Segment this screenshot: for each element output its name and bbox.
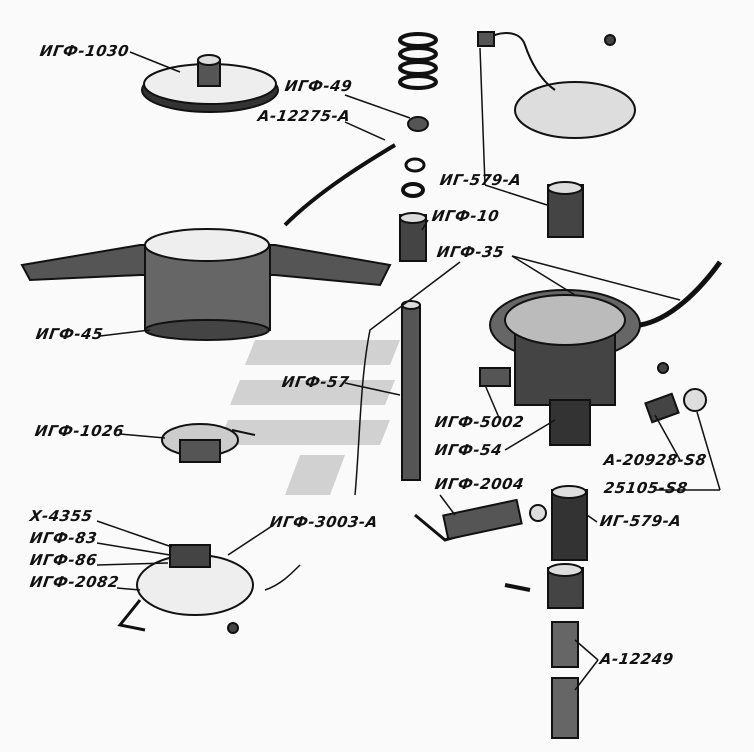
bushing-lower-part: [551, 485, 588, 561]
coupling-part: [547, 563, 584, 609]
nut-part: [399, 212, 427, 262]
distributor-body-part: [479, 260, 723, 446]
part-label-ig-579-a-top: ИГ-579-А: [438, 171, 523, 189]
part-label-ig-579-a-bottom: ИГ-579-А: [598, 512, 683, 530]
part-label-igf-5002: ИГФ-5002: [433, 413, 526, 431]
leader-lines: [96, 47, 721, 691]
part-label-igf-83: ИГФ-83: [28, 529, 99, 547]
housing-part: [20, 228, 392, 341]
part-label-igf-10: ИГФ-10: [430, 207, 501, 225]
part-label-igf-3003-a: ИГФ-3003-А: [268, 513, 380, 531]
watermark: [218, 340, 400, 495]
part-label-igf-1030: ИГФ-1030: [38, 42, 131, 60]
screw-part: [407, 116, 429, 132]
part-label-x-4355: Х-4355: [28, 507, 94, 525]
part-label-igf-54: ИГФ-54: [433, 441, 504, 459]
spring-part: [398, 32, 438, 90]
bushing-part: [547, 181, 584, 238]
part-label-a-12275-a: А-12275-А: [256, 107, 352, 125]
part-label-igf-1026: ИГФ-1026: [33, 422, 126, 440]
shaft-part: [401, 300, 421, 481]
part-label-igf-45: ИГФ-45: [34, 325, 105, 343]
part-label-igf-2082: ИГФ-2082: [28, 573, 121, 591]
pins-part: [551, 621, 579, 739]
part-label-igf-35: ИГФ-35: [435, 243, 506, 261]
part-label-a-20928-s8: А-20928-S8: [602, 451, 708, 469]
washers-part: [401, 157, 426, 198]
part-label-25105-s8: 25105-S8: [602, 479, 689, 497]
part-label-igf-49: ИГФ-49: [283, 77, 354, 95]
pin-part: [504, 583, 531, 592]
contact-plate-part: [477, 31, 636, 139]
weight-assembly-part: [161, 423, 256, 463]
part-label-a-12249: А-12249: [598, 650, 675, 668]
part-label-igf-57: ИГФ-57: [280, 373, 351, 391]
rotor-plate-part: [141, 54, 279, 113]
arm-part: [283, 143, 397, 227]
screw-nut-part: [644, 362, 707, 424]
part-label-igf-2004: ИГФ-2004: [433, 475, 526, 493]
lever-part: [414, 498, 547, 542]
breaker-plate-part: [117, 544, 254, 634]
part-label-igf-86: ИГФ-86: [28, 551, 99, 569]
